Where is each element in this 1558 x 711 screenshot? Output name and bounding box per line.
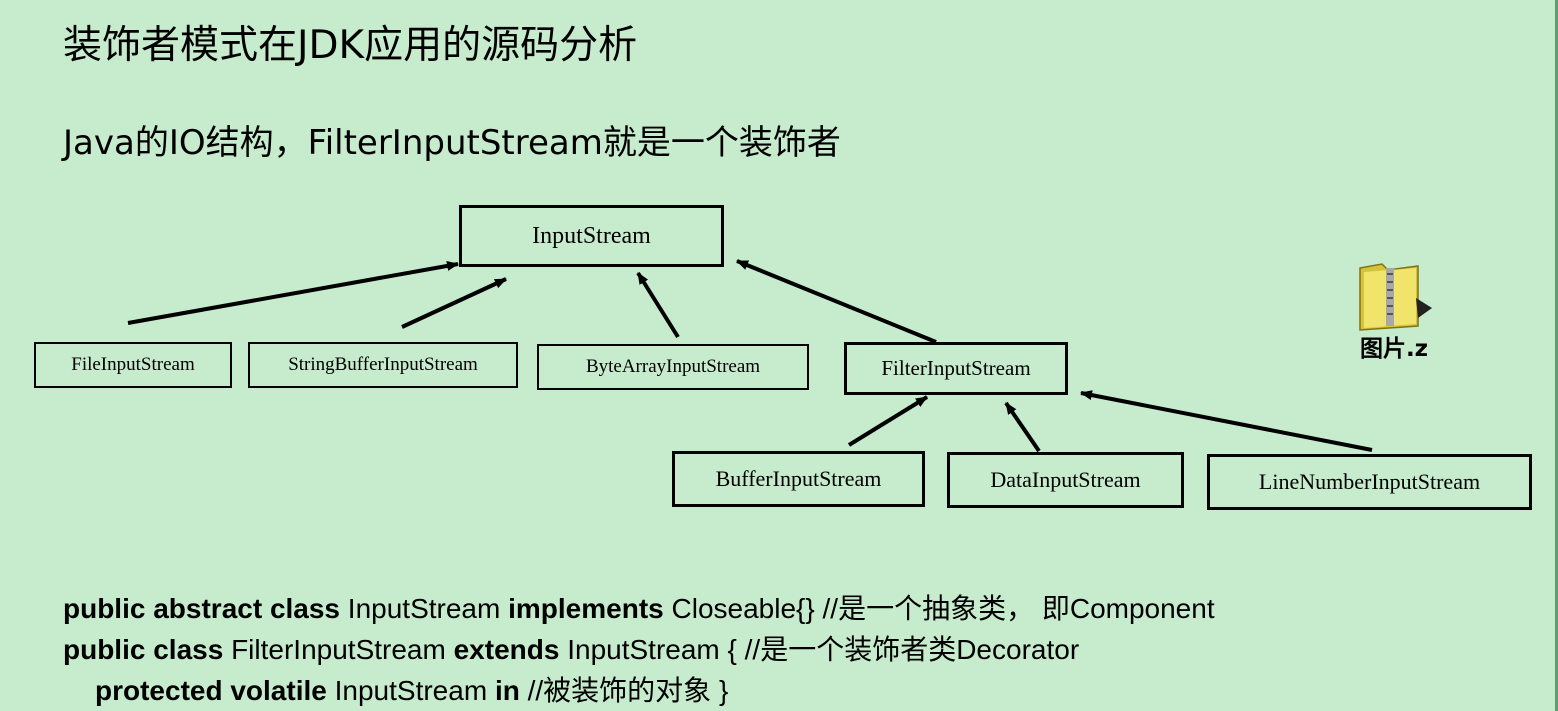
code-text: InputStream bbox=[340, 593, 509, 624]
zip-folder-icon[interactable] bbox=[1352, 258, 1438, 368]
code-line: public class FilterInputStream extends I… bbox=[63, 629, 1215, 670]
code-keyword: public class bbox=[63, 634, 224, 665]
inputstream-box: InputStream bbox=[459, 205, 724, 267]
bytearrayinputstream-box: ByteArrayInputStream bbox=[537, 344, 809, 390]
datainputstream-box: DataInputStream bbox=[947, 452, 1184, 508]
fileinputstream-box: FileInputStream bbox=[34, 342, 232, 388]
code-line: protected volatile InputStream in //被装饰的… bbox=[63, 670, 1215, 711]
code-text: Closeable{} //是一个抽象类， 即Component bbox=[663, 593, 1215, 624]
filterinputstream-box: FilterInputStream bbox=[844, 342, 1068, 395]
code-text: //被装饰的对象 } bbox=[519, 675, 729, 706]
code-text: FilterInputStream bbox=[223, 634, 454, 665]
attachment-label[interactable]: 图片.z bbox=[1359, 336, 1429, 362]
code-keyword: extends bbox=[453, 634, 560, 665]
code-keyword: in bbox=[494, 675, 520, 706]
code-keyword: protected volatile bbox=[95, 675, 327, 706]
stringbufferinputstream-box: StringBufferInputStream bbox=[248, 342, 518, 388]
arrow-stringbuffer-to-inputstream bbox=[401, 277, 507, 329]
code-block: public abstract class InputStream implem… bbox=[63, 588, 1215, 711]
arrow-bytearray-to-inputstream bbox=[636, 271, 680, 339]
code-text: InputStream bbox=[326, 675, 495, 706]
linenumberinputstream-box: LineNumberInputStream bbox=[1207, 454, 1532, 510]
slide-subtitle: Java的IO结构，FilterInputStream就是一个装饰者 bbox=[63, 123, 841, 163]
code-line: public abstract class InputStream implem… bbox=[63, 588, 1215, 629]
code-keyword: public abstract class bbox=[63, 593, 341, 624]
bufferinputstream-box: BufferInputStream bbox=[672, 451, 925, 507]
arrow-data-to-filter bbox=[1004, 401, 1041, 453]
arrow-linenumber-to-filter bbox=[1080, 390, 1373, 452]
arrow-buffer-to-filter bbox=[847, 395, 929, 447]
code-keyword: implements bbox=[508, 593, 664, 624]
code-text: InputStream { //是一个装饰者类Decorator bbox=[559, 634, 1080, 665]
arrow-filter-to-inputstream bbox=[736, 259, 937, 344]
arrow-file-to-inputstream bbox=[127, 261, 459, 325]
slide-title: 装饰者模式在JDK应用的源码分析 bbox=[63, 23, 638, 68]
